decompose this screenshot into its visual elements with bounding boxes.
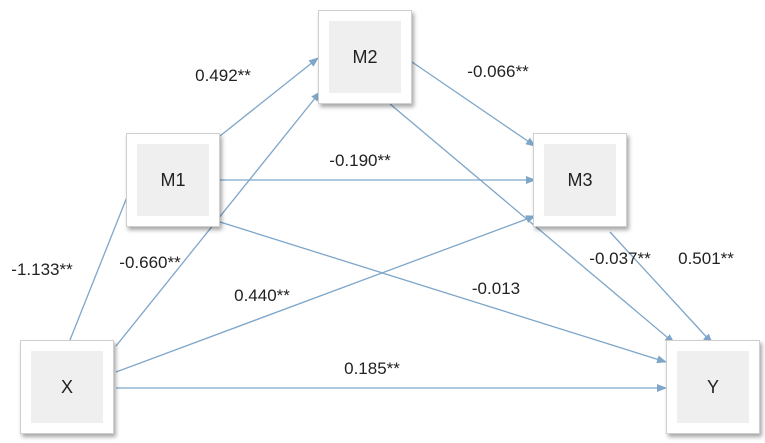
node-m2: M2 xyxy=(318,10,412,104)
node-x-label: X xyxy=(60,376,73,397)
coef-x-y: 0.185** xyxy=(344,359,400,378)
coef-x-m3: 0.440** xyxy=(234,286,290,305)
node-x: X xyxy=(20,340,114,434)
coef-m1-m3: -0.190** xyxy=(329,151,391,170)
node-m2-label: M2 xyxy=(352,46,378,67)
arrow-x-m1 xyxy=(69,181,134,341)
node-m3: M3 xyxy=(533,133,627,227)
arrow-m3-y xyxy=(609,231,713,344)
node-m1: M1 xyxy=(126,133,220,227)
coef-m3-y: 0.501** xyxy=(678,249,734,268)
coef-m1-y: -0.013 xyxy=(471,279,521,298)
node-y: Y xyxy=(666,340,760,434)
node-m3-label: M3 xyxy=(567,169,593,190)
arrow-x-m3 xyxy=(115,215,536,373)
node-y-label: Y xyxy=(706,376,719,397)
coef-m2-m3: -0.066** xyxy=(467,62,529,81)
coef-m1-m2: 0.492** xyxy=(195,66,251,85)
arrow-m1-m2 xyxy=(219,57,319,137)
node-m1-label: M1 xyxy=(160,169,186,190)
coef-x-m2: -0.660** xyxy=(119,253,181,272)
coef-m2-y: -0.037** xyxy=(589,249,651,268)
arrow-m2-m3 xyxy=(411,61,536,147)
arrow-m1-y xyxy=(219,221,667,364)
arrow-m2-y xyxy=(389,103,675,344)
coef-x-m1: -1.133** xyxy=(11,260,73,279)
